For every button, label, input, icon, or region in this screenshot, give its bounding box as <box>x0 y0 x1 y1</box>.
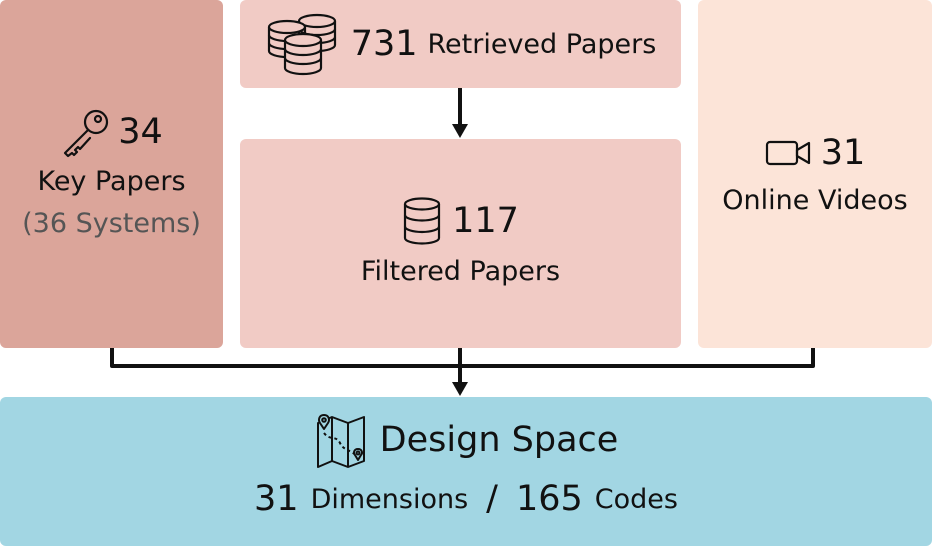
key-papers-count-row: 34 <box>0 106 223 158</box>
stats-separator: / <box>486 479 498 519</box>
retrieved-papers-box: 731 Retrieved Papers <box>240 0 681 88</box>
dimensions-count: 31 <box>254 479 299 519</box>
filtered-papers-label: Filtered Papers <box>360 256 561 287</box>
map-icon <box>314 411 368 469</box>
filtered-papers-box: 117 Filtered Papers <box>240 139 681 348</box>
online-videos-count: 31 <box>820 133 866 173</box>
design-space-title: Design Space <box>379 420 619 460</box>
design-space-stats-row: 31 Dimensions / 165 Codes <box>0 479 932 519</box>
retrieved-papers-count: 731 <box>350 24 418 64</box>
retrieved-papers-label: Retrieved Papers <box>427 28 657 60</box>
key-papers-box: 34 Key Papers (36 Systems) <box>0 0 223 348</box>
database-icon <box>402 197 442 245</box>
online-videos-box: 31 Online Videos <box>698 0 932 348</box>
arrow-head-filtered <box>452 124 468 138</box>
merge-bracket-connector <box>110 348 815 368</box>
online-videos-count-row: 31 <box>698 133 932 173</box>
codes-label: Codes <box>594 483 678 515</box>
filtered-papers-count-row: 117 <box>240 197 681 245</box>
key-papers-count: 34 <box>118 112 163 152</box>
design-space-box: Design Space 31 Dimensions / 165 Codes <box>0 397 932 546</box>
key-icon <box>60 106 112 158</box>
dimensions-label: Dimensions <box>310 483 469 515</box>
database-stack-icon <box>265 12 339 76</box>
key-papers-label: Key Papers <box>37 166 186 197</box>
design-space-title-row: Design Space <box>0 411 932 469</box>
filtered-papers-count: 117 <box>452 201 519 241</box>
codes-count: 165 <box>515 479 583 519</box>
arrow-head-design <box>452 382 468 396</box>
key-papers-systems: (36 Systems) <box>22 208 201 239</box>
video-camera-icon <box>765 137 811 169</box>
retrieved-papers-row: 731 Retrieved Papers <box>240 12 681 76</box>
online-videos-label: Online Videos <box>722 185 908 216</box>
